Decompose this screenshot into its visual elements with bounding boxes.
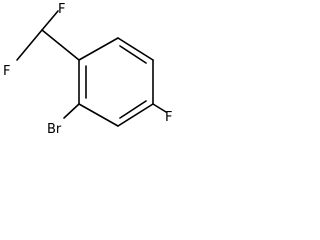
- atom-label-f-top: F: [58, 2, 65, 17]
- ring-double-bond-inner-top-right: [119, 45, 147, 64]
- structure-diagram: F F Br F: [3, 2, 172, 137]
- ring-bond-c2-c3: [78, 103, 119, 127]
- atom-label-f-left: F: [3, 64, 10, 79]
- atom-label-f-ring: F: [165, 110, 172, 125]
- bond-chf2-to-f-top: [41, 10, 59, 31]
- bond-chf2-to-ring: [41, 29, 80, 61]
- ring-bond-c3-c4: [117, 103, 154, 127]
- atom-label-br: Br: [47, 122, 62, 137]
- bond-chf2-to-f-left: [16, 29, 43, 61]
- ring-bond-c6-c1: [78, 37, 119, 61]
- ring-double-bond-inner-bottom-right: [119, 100, 147, 119]
- ring-bond-c5-c6: [117, 37, 154, 61]
- bond-ring-to-f: [152, 103, 167, 113]
- bond-ring-to-br: [63, 103, 80, 119]
